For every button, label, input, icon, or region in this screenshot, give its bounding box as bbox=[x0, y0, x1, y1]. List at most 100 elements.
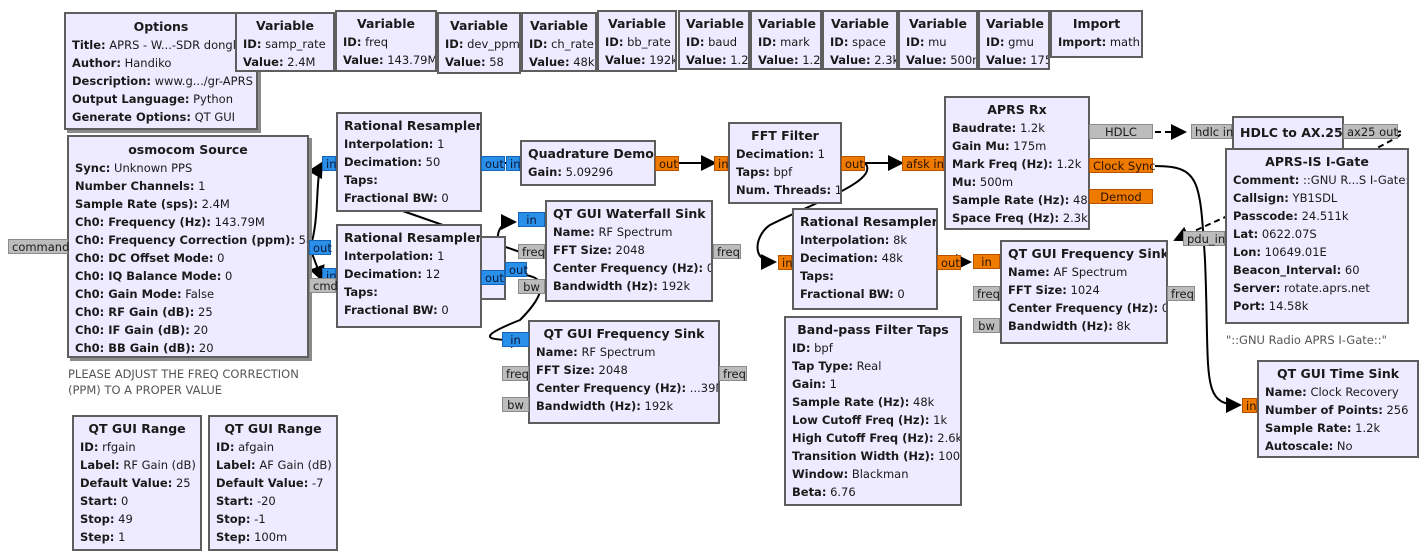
port-afsink-in[interactable]: in bbox=[973, 254, 1000, 269]
waterfall-title: QT GUI Waterfall Sink bbox=[553, 206, 706, 221]
port-resamp1-out[interactable]: out bbox=[481, 156, 505, 171]
param-row: Name: RF Spectrum bbox=[536, 345, 656, 359]
variable-block-freq[interactable]: Variable ID: freq Value: 143.79M bbox=[335, 10, 437, 72]
port-afsink-bw[interactable]: bw bbox=[973, 318, 1000, 333]
port-waterfall-freq-in[interactable]: freq bbox=[518, 244, 545, 259]
port-aprs-demod[interactable]: Demod bbox=[1089, 189, 1153, 204]
param-row: Decimation: 12 bbox=[344, 267, 441, 281]
port-waterfall-in[interactable]: in bbox=[518, 212, 545, 227]
port-aprs-hdlc[interactable]: HDLC bbox=[1089, 124, 1153, 139]
port-resamp3-out[interactable]: out bbox=[937, 255, 961, 270]
port-waterfall-out[interactable]: out bbox=[505, 262, 528, 277]
port-command[interactable]: command bbox=[8, 239, 69, 254]
bpf-taps-title: Band-pass Filter Taps bbox=[797, 322, 949, 337]
resampler3-title: Rational Resampler bbox=[800, 214, 938, 229]
osmocom-comment: PLEASE ADJUST THE FREQ CORRECTION(PPM) T… bbox=[68, 367, 299, 397]
param-row: High Cutoff Freq (Hz): 2.6k bbox=[792, 431, 962, 445]
param-row: Gain Mu: 175m bbox=[952, 139, 1047, 153]
port-rfsink-in[interactable]: in bbox=[502, 332, 529, 347]
variable-block-dev_ppm[interactable]: Variable ID: dev_ppm Value: 58 bbox=[437, 12, 521, 74]
param-row: Name: AF Spectrum bbox=[1008, 265, 1128, 279]
aprs-is-igate-block[interactable]: APRS-IS I-Gate Comment: ::GNU R...S I-Ga… bbox=[1225, 148, 1409, 324]
param-row: Name: Clock Recovery bbox=[1265, 385, 1399, 399]
options-block[interactable]: Options Title: APRS - W...-SDR dongle Au… bbox=[64, 12, 258, 130]
port-resamp3-in[interactable]: in bbox=[778, 255, 792, 270]
variable-block-samp_rate[interactable]: Variable ID: samp_rate Value: 2.4M bbox=[235, 12, 335, 72]
param-row: Decimation: 1 bbox=[736, 147, 825, 161]
param-row: Title: APRS - W...-SDR dongle bbox=[72, 38, 243, 52]
param-row: Center Frequency (Hz): ...39M bbox=[536, 381, 718, 395]
variable-block-baud[interactable]: Variable ID: baud Value: 1.2k bbox=[678, 10, 750, 70]
port-waterfall-freq-out[interactable]: freq bbox=[713, 244, 741, 259]
quadrature-demod-block[interactable]: Quadrature Demod Gain: 5.09296 bbox=[520, 140, 656, 186]
port-hdlc-in[interactable]: hdlc in bbox=[1191, 124, 1233, 139]
param-row: Taps: bbox=[344, 285, 378, 299]
variable-title: Variable bbox=[830, 16, 890, 31]
port-igate-pdu-in[interactable]: pdu_in bbox=[1183, 231, 1225, 246]
param-row: Callsign: YB1SDL bbox=[1233, 191, 1338, 205]
port-resamp1-in[interactable]: in bbox=[322, 156, 336, 171]
range-af-title: QT GUI Range bbox=[224, 421, 322, 436]
wire-osmo-to-resamp1 bbox=[308, 161, 324, 249]
igate-title: APRS-IS I-Gate bbox=[1265, 154, 1369, 169]
rf-freq-sink-title: QT GUI Frequency Sink bbox=[543, 326, 705, 341]
param-row: Start: 0 bbox=[80, 494, 129, 508]
param-row: ID: bb_rate bbox=[605, 35, 671, 49]
port-resamp2-cmd[interactable]: cmd bbox=[309, 278, 338, 293]
param-row: Step: 1 bbox=[80, 530, 126, 544]
variable-block-gmu[interactable]: Variable ID: gmu Value: 175m bbox=[978, 10, 1050, 70]
param-row: Value: 1.2k bbox=[758, 53, 821, 67]
port-quad-in[interactable]: in bbox=[506, 156, 520, 171]
param-row: Bandwidth (Hz): 192k bbox=[553, 279, 691, 293]
param-row: Ch0: DC Offset Mode: 0 bbox=[75, 251, 225, 265]
port-fft-out[interactable]: out bbox=[841, 156, 865, 171]
port-rfsink-bw[interactable]: bw bbox=[502, 397, 529, 412]
variable-block-mark[interactable]: Variable ID: mark Value: 1.2k bbox=[750, 10, 822, 70]
import-block[interactable]: Import Import: math bbox=[1050, 10, 1143, 58]
resampler1-title: Rational Resampler bbox=[344, 118, 482, 133]
param-row: ID: mark bbox=[758, 35, 810, 49]
port-aprs-afsk-in[interactable]: afsk in bbox=[902, 156, 944, 171]
param-row: Stop: 49 bbox=[80, 512, 133, 526]
variable-block-mu[interactable]: Variable ID: mu Value: 500m bbox=[898, 10, 978, 70]
param-row: Value: 143.79M bbox=[343, 53, 437, 67]
param-row: Comment: ::GNU R...S I-Gate:: bbox=[1233, 173, 1409, 187]
param-row: Value: 192k bbox=[605, 53, 677, 67]
port-osmo-out[interactable]: out bbox=[309, 240, 332, 255]
param-row: Lon: 10649.01E bbox=[1233, 245, 1327, 259]
port-rfsink-freq-out[interactable]: freq bbox=[719, 366, 747, 381]
port-fft-in[interactable]: in bbox=[714, 156, 728, 171]
port-aprs-clock-sync[interactable]: Clock Sync bbox=[1089, 158, 1156, 173]
variable-block-ch_rate[interactable]: Variable ID: ch_rate Value: 48k bbox=[521, 12, 597, 72]
variable-title: Variable bbox=[529, 18, 589, 33]
port-ax25-out[interactable]: ax25 out bbox=[1343, 124, 1398, 139]
port-rfsink-freq-in[interactable]: freq bbox=[502, 366, 529, 381]
port-waterfall-bw[interactable]: bw bbox=[518, 279, 545, 294]
port-quad-out[interactable]: out bbox=[655, 156, 679, 171]
param-row: Center Frequency (Hz): 0 bbox=[1008, 301, 1166, 315]
param-row: Value: 500m bbox=[906, 53, 976, 67]
variable-block-bb_rate[interactable]: Variable ID: bb_rate Value: 192k bbox=[597, 10, 677, 72]
hdlc-to-ax25-block[interactable]: HDLC to AX.25 bbox=[1232, 116, 1344, 150]
port-timesink-in[interactable]: in bbox=[1242, 398, 1257, 413]
variable-block-space[interactable]: Variable ID: space Value: 2.3k bbox=[822, 10, 898, 70]
variable-title: Variable bbox=[607, 16, 667, 31]
param-row: Sync: Unknown PPS bbox=[75, 161, 193, 175]
port-afsink-freq-in[interactable]: freq bbox=[973, 286, 1000, 301]
port-afsink-freq-out[interactable]: freq bbox=[1167, 286, 1195, 301]
port-resamp2-out[interactable]: out bbox=[481, 270, 505, 285]
